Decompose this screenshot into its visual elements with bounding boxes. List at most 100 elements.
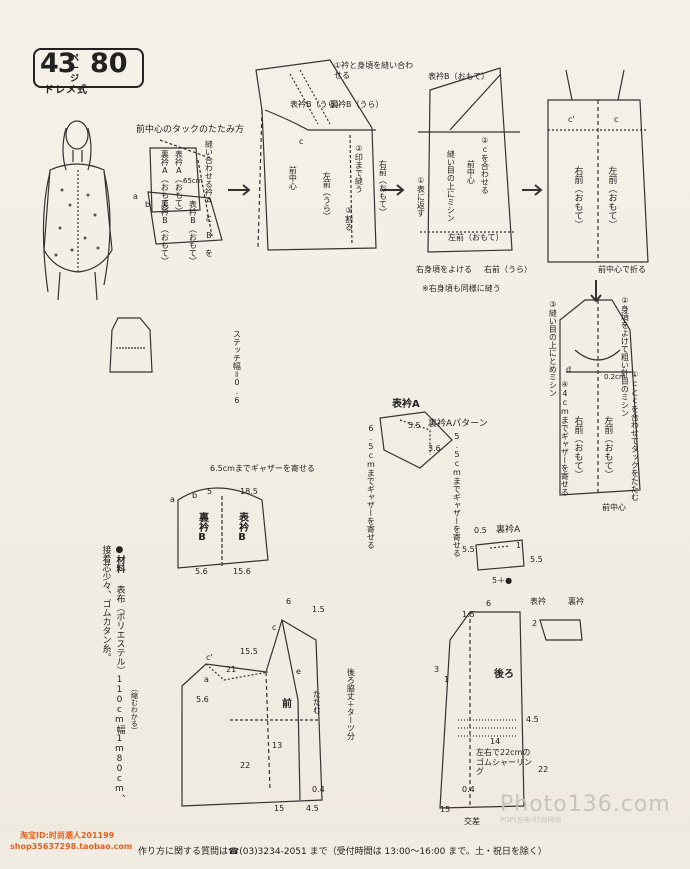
ura-eri-a-05: 0.5	[474, 526, 487, 535]
front-6: 6	[286, 597, 292, 606]
step0-b: b	[145, 200, 151, 209]
step1-note1: ①衿と身頃を縫い合わせる	[334, 61, 414, 80]
step1-ura-eri-b: 裏衿B（うら）	[330, 100, 384, 109]
step1-mae-chushin: 前中心	[288, 166, 298, 190]
step0-label-omote-eri-b: 表衿B（おもて）	[188, 200, 198, 265]
step1-hidari-mae: 左前（うら）	[322, 172, 332, 220]
front-13: 13	[272, 741, 283, 750]
step2-note1: ①表に返す	[416, 176, 426, 217]
step2-mae-chushin: 前中心	[466, 160, 476, 184]
eri-b-5: 5	[207, 487, 213, 496]
back-3: 3	[434, 665, 440, 674]
back-15: 1.5	[462, 610, 475, 619]
page-number-box	[33, 48, 144, 88]
step1-omote-eri-b: 表衿B（うら）	[290, 100, 344, 109]
ura-eri-a-width: 5＋●	[492, 576, 513, 585]
ura-eri-a-title: 裏衿A	[496, 525, 521, 535]
step3-migi-mae: 右前（おもて）	[572, 166, 583, 229]
step2-nuime: 縫い目の上にミシン	[446, 150, 456, 222]
watermark-shop-url: shop35637298.taobao.com	[10, 842, 133, 851]
eri-a-36: 3.6	[428, 444, 441, 453]
back-15b: 15	[440, 805, 451, 814]
pattern-page-number: 80	[90, 48, 128, 79]
materials-title: ●材料	[114, 545, 125, 573]
pattern-number: 43	[40, 48, 77, 79]
eri-a-65: 6.5cmまでギャザーを寄せる	[366, 424, 376, 549]
step2-note2: ②cを合わせる	[480, 136, 490, 194]
step2-note-same: ※右身頃も同様に縫う	[422, 284, 501, 293]
ura-eri-a-55: 5.5	[462, 545, 475, 554]
ura-eri-a-55b: 5.5	[530, 555, 543, 564]
step1-c: c	[299, 137, 304, 146]
front-45: 4.5	[306, 804, 319, 813]
footer-contact: 作り方に関する質問は☎(03)3234-2051 まで（受付時間は 13:00〜…	[138, 847, 547, 857]
step2-migi-yokeru: 右身頃をよける	[416, 265, 472, 274]
front-155: 15.5	[240, 647, 258, 656]
eri-a-55: 5.5	[408, 421, 421, 430]
front-tatamu: たたむ	[312, 690, 322, 714]
step4-measure: 0.2cm	[604, 373, 626, 381]
back-shirring: 左右で22cmのゴムシャーリング	[476, 748, 532, 777]
step3-c: c	[614, 115, 619, 124]
front-15b: 15	[274, 804, 285, 813]
back-45: 4.5	[526, 715, 539, 724]
pattern-style: ドレメ式	[44, 85, 88, 96]
pattern-number-unit: ページ	[70, 54, 80, 84]
materials-other: 接着芯少々、ゴムカタン糸。	[100, 545, 111, 662]
step3-fold: 前中心で折る	[598, 265, 646, 274]
step4-note1: ①cとcを合わせてタックをたたむ	[630, 370, 640, 501]
step0-a: a	[133, 192, 138, 201]
ura-eri-a-1: 1	[516, 541, 522, 550]
step3-hidari-mae: 左前（おもて）	[606, 166, 617, 229]
watermark-site-sub: POP(充电)时尚网络	[500, 816, 562, 824]
watermark-site: Photo136.com	[500, 792, 671, 817]
front-c: c	[272, 623, 277, 632]
watermark-shop-id: 淘宝ID:时尚潮人201199	[20, 831, 115, 840]
step1-note2: ②印まで縫う	[354, 144, 364, 193]
step1-migi-mae: 右前（おもて）	[378, 160, 388, 216]
eri-a-title: 表衿A	[392, 399, 420, 410]
step2-hidari-mae: 左前（おもて）	[448, 233, 504, 242]
step0-label-ura-eri-b: 裏衿B（おもて）	[160, 200, 170, 265]
step4-note3: ③縫い目の上にとめミシン	[548, 300, 558, 397]
eri-b-56: 5.6	[195, 567, 208, 576]
eri-a-subtitle: 裏衿Aパターン	[428, 419, 488, 429]
step0-label-omote-eri: 表衿A（おもて）	[174, 150, 184, 215]
eri-b-omote: 表衿B	[236, 512, 248, 543]
back-label: 後ろ	[494, 669, 514, 680]
step0-label-ura-eri: 裏衿A（おもて）	[160, 150, 170, 215]
back-2: 2	[532, 619, 538, 628]
materials-fabric: 表布（ポリエステル）110cm幅1m80cm、	[114, 585, 125, 803]
front-22: 22	[240, 761, 251, 770]
step4-d: d	[566, 365, 572, 374]
stitch-width-note: ステッチ幅＝0.6	[232, 330, 242, 405]
model-illustration	[42, 120, 113, 301]
front-e: e	[296, 667, 301, 676]
back-04: 0.4	[462, 785, 475, 794]
front-a: a	[204, 675, 209, 684]
front-21: 21	[226, 665, 237, 674]
step4-hidari-mae: 左前（おもて）	[602, 416, 613, 479]
step4-note4: ④4cmまでギャザーを寄せる	[560, 380, 570, 496]
step4-note2: ②身頃をよけて粗い針目のミシン	[620, 296, 630, 417]
back-kosa: 交差	[464, 817, 480, 826]
step0-note: 縫い合わせる衿A と B を	[204, 140, 214, 257]
eri-b-ura: 裏衿B	[196, 512, 208, 543]
step2-omote-eri-b: 表衿B（おもて）	[428, 72, 490, 81]
step1-note3: ③割る	[344, 206, 354, 231]
back-ura-eri: 裏衿	[568, 597, 584, 606]
front-c-prime: c'	[206, 653, 213, 662]
front-label: 前	[282, 699, 292, 710]
front-04: 0.4	[312, 785, 325, 794]
front-side-note: 後ろ脇丈＋ターツ分	[346, 668, 356, 740]
step4-migi-mae: 右前（おもて）	[572, 416, 583, 479]
step0-title: 前中心のタックのたたみ方	[136, 125, 245, 135]
materials-note: （縮むわかる）	[130, 685, 139, 734]
step3-c-prime-left: c'	[568, 115, 575, 124]
eri-b-185: 18.5	[240, 487, 258, 496]
step0-measure: 65cm	[183, 177, 203, 185]
back-14: 14	[490, 737, 501, 746]
step4-mae-chushin: 前中心	[602, 503, 626, 512]
